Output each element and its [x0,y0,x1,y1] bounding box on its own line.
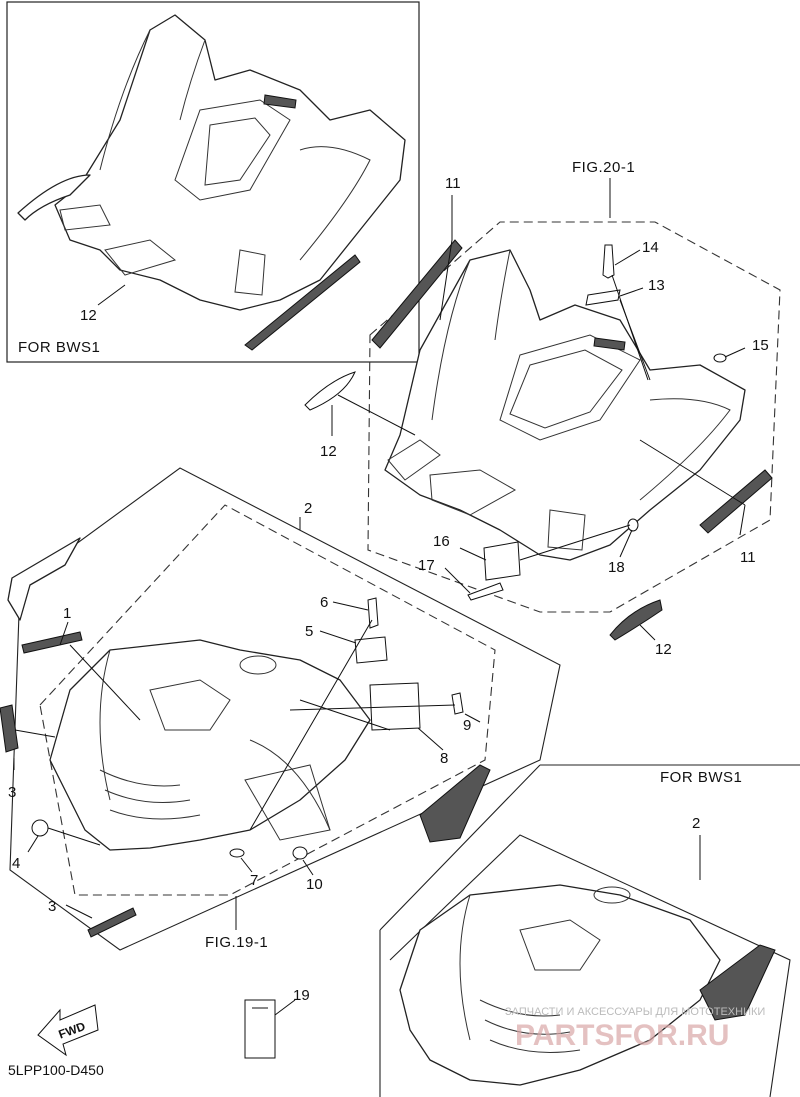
callout-15: 15 [752,337,769,354]
callout-2-inset: 2 [692,815,700,832]
screw-9 [451,692,464,715]
callout-12-front: 12 [655,641,672,658]
rear-fender [384,249,746,561]
grommet-10 [292,846,308,860]
leader-line [519,524,631,561]
leader-line [724,347,746,358]
plate-13 [585,289,621,306]
fig-label-rear: FIG.20-1 [572,159,635,176]
callout-12-inset: 12 [80,307,97,324]
callout-2-front: 2 [304,500,312,517]
callout-14: 14 [642,239,659,256]
leader-line [619,287,644,297]
front-outer-boundary [9,467,561,951]
grommet-7 [229,848,245,858]
leader-line [337,394,416,436]
callout-8: 8 [440,750,448,767]
callout-19: 19 [293,987,310,1004]
callout-16: 16 [433,533,450,550]
callout-17: 17 [418,557,435,574]
leader-line [619,529,633,558]
decal-11-upper [371,239,463,349]
diagram-code: 5LPP100-D450 [8,1062,104,1078]
grommet-15 [713,353,727,363]
front-fender [7,537,371,851]
label-19 [244,999,276,1059]
bolt-14 [602,244,615,279]
leader-line [14,729,56,738]
decal-3-bottom [87,907,137,938]
leader-line [240,857,253,873]
decal-11-lower [699,469,773,534]
leader-line [464,713,481,723]
leader-line [619,299,651,381]
watermark-tagline: ЗАПЧАСТИ И АКСЕССУАРЫ ДЛЯ МОТОТЕХНИКИ [505,1006,765,1018]
inset-box-bottom-right [379,764,800,1097]
inset-front-boundary [389,834,791,1097]
leader-line [47,827,101,846]
inset-label-top-left: FOR BWS1 [18,339,100,356]
leader-line [639,439,746,506]
decal-12-rear [304,371,356,411]
front-dashed-boundary [39,504,496,896]
leader-line [299,699,391,731]
screw-17 [467,582,504,601]
callout-10: 10 [306,876,323,893]
callout-4: 4 [12,855,20,872]
callout-13: 13 [648,277,665,294]
callout-1: 1 [63,605,71,622]
callout-9: 9 [463,717,471,734]
leader-line [27,835,39,853]
leader-line [332,601,369,611]
leader-line [739,504,746,536]
leader-line [444,567,471,594]
leader-line [249,619,373,831]
plate-16 [483,541,521,581]
leader-line [417,727,444,751]
leader-line [459,547,487,561]
callout-6: 6 [320,594,328,611]
front-fender-inset [399,884,776,1086]
side-panel-right [419,764,491,843]
leader-line [289,704,456,711]
callout-12-rear: 12 [320,443,337,460]
callout-3-bottom: 3 [48,898,56,915]
bolt-6 [367,597,379,629]
reflector-4 [31,819,49,837]
leader-line [69,644,141,721]
inset-box-top-left [6,1,420,363]
leader-line [614,249,641,266]
leader-line [59,621,69,646]
callout-11-bottom: 11 [740,549,756,566]
leader-line [639,624,656,641]
leader-line [97,284,126,306]
callout-11-top: 11 [445,175,461,192]
decal-12-front [609,599,663,641]
fwd-arrow-icon: FWD [37,1004,99,1057]
watermark-logo: PARTSFOR.RU [515,1019,729,1052]
callout-3-left: 3 [8,784,16,801]
leader-line [302,859,314,876]
callout-18: 18 [608,559,625,576]
leader-line [319,630,357,644]
callout-5: 5 [305,623,313,640]
decal-3-left [0,704,19,753]
grommet-18 [627,518,639,532]
decal-1 [21,631,83,654]
plate-5 [354,636,388,664]
callout-7: 7 [250,872,258,889]
rear-fender-inset [17,14,406,351]
leader-line [65,904,93,919]
leader-line [439,239,453,321]
inset-label-bottom-right: FOR BWS1 [660,769,742,786]
fig-label-front: FIG.19-1 [205,934,268,951]
leader-line [274,999,296,1016]
